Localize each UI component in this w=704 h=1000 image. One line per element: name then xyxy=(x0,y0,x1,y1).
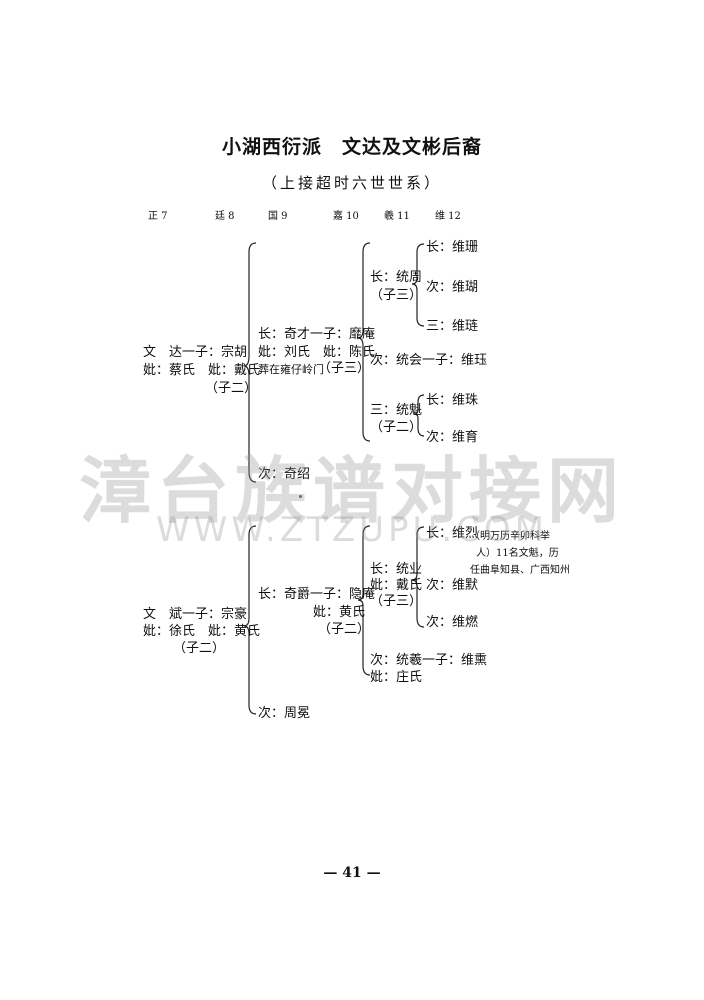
tree2-great-grandson-1-note: 任曲阜知县、广西知州 xyxy=(470,565,570,576)
generation-label: 正 7 xyxy=(148,211,168,222)
tree1-great-grandson-3: 三：维琏 xyxy=(426,319,479,334)
tree1-root-child-count: （子二） xyxy=(205,381,258,396)
watermark-url: WWW.ZTZUPU.COM xyxy=(155,510,549,550)
generation-label: 廷 8 xyxy=(215,211,235,222)
tree2-son1-name: 长：奇爵一子：隐庵 xyxy=(258,587,376,602)
page-number: — 41 — xyxy=(323,865,381,881)
bracket-tree1-gs3 xyxy=(413,394,425,437)
tree2-grandson2-name: 次：统羲一子：维熏 xyxy=(370,653,488,668)
bracket-tree2-gen10 xyxy=(357,525,371,676)
tree2-grandson2-spouse: 妣：庄氏 xyxy=(370,670,423,685)
bracket-tree1-gen10 xyxy=(357,242,371,442)
tree1-grandson3-child-count: （子二） xyxy=(370,420,423,435)
scan-speck xyxy=(299,495,302,498)
tree2-great-grandson-2: 次：维默 xyxy=(426,578,479,593)
tree1-son1-spouses: 妣：刘氏 妣：陈氏 xyxy=(258,345,376,360)
tree2-root-child-count: （子二） xyxy=(173,641,226,656)
tree2-root-name: 文 斌一子：宗豪 xyxy=(143,607,248,622)
bracket-tree1-gs1 xyxy=(411,243,425,327)
generation-label: 国 9 xyxy=(268,211,288,222)
tree2-grandson1-child-count: （子三） xyxy=(370,594,423,609)
tree2-grandson1-spouse: 妣：戴氏 xyxy=(370,578,423,593)
tree2-great-grandson-3: 次：维燃 xyxy=(426,615,479,630)
bracket-tree2-gen9 xyxy=(243,525,257,715)
tree2-grandson1-name: 长：统业 xyxy=(370,562,423,577)
bracket-tree1-gen9 xyxy=(243,242,257,483)
tree1-great-grandson-5: 次：维育 xyxy=(426,430,479,445)
tree1-great-grandson-2: 次：维瑚 xyxy=(426,280,479,295)
tree1-great-grandson-1: 长：维珊 xyxy=(426,240,479,255)
tree1-grandson2-name: 次：统会一子：维珏 xyxy=(370,353,488,368)
tree1-son1-child-count: （子三） xyxy=(318,361,371,376)
generation-label: 嘉 10 xyxy=(333,211,359,222)
generation-label: 羲 11 xyxy=(384,211,410,222)
watermark-title: 漳台族谱对接网 xyxy=(78,448,625,533)
tree1-root-spouses: 妣：蔡氏 妣：戴氏 xyxy=(143,363,261,378)
tree2-great-grandson-1-note: 人）11名文魁，历 xyxy=(476,548,559,559)
tree2-son2-name: 次：周冕 xyxy=(258,706,311,721)
tree1-son2-name: 次：奇绍 xyxy=(258,467,311,482)
tree2-great-grandson-1-note: （明万历辛卯科举 xyxy=(470,531,550,542)
tree1-son1-name: 长：奇才一子：靡庵 xyxy=(258,327,376,342)
tree1-grandson1-name: 长：统周 xyxy=(370,270,423,285)
tree1-root-name: 文 达一子：宗胡 xyxy=(143,345,248,360)
generation-label: 维 12 xyxy=(435,211,461,222)
tree2-root-spouses: 妣：徐氏 妣：黄氏 xyxy=(143,624,261,639)
tree1-grandson1-child-count: （子三） xyxy=(370,288,423,303)
tree1-great-grandson-4: 长：维珠 xyxy=(426,393,479,408)
bracket-tree2-gs1 xyxy=(411,526,425,628)
page-subtitle: （上接超时六世世系） xyxy=(261,174,442,192)
tree1-grandson3-name: 三：统魁 xyxy=(370,403,423,418)
tree2-son1-spouse: 妣：黄氏 xyxy=(313,605,366,620)
tree1-son1-burial-note: 葬在雍仔岭门 xyxy=(258,363,324,376)
tree2-great-grandson-1: 长：维烈 xyxy=(426,526,479,541)
page-title: 小湖西衍派 文达及文彬后裔 xyxy=(221,136,482,158)
tree2-son1-child-count: （子二） xyxy=(318,622,371,637)
